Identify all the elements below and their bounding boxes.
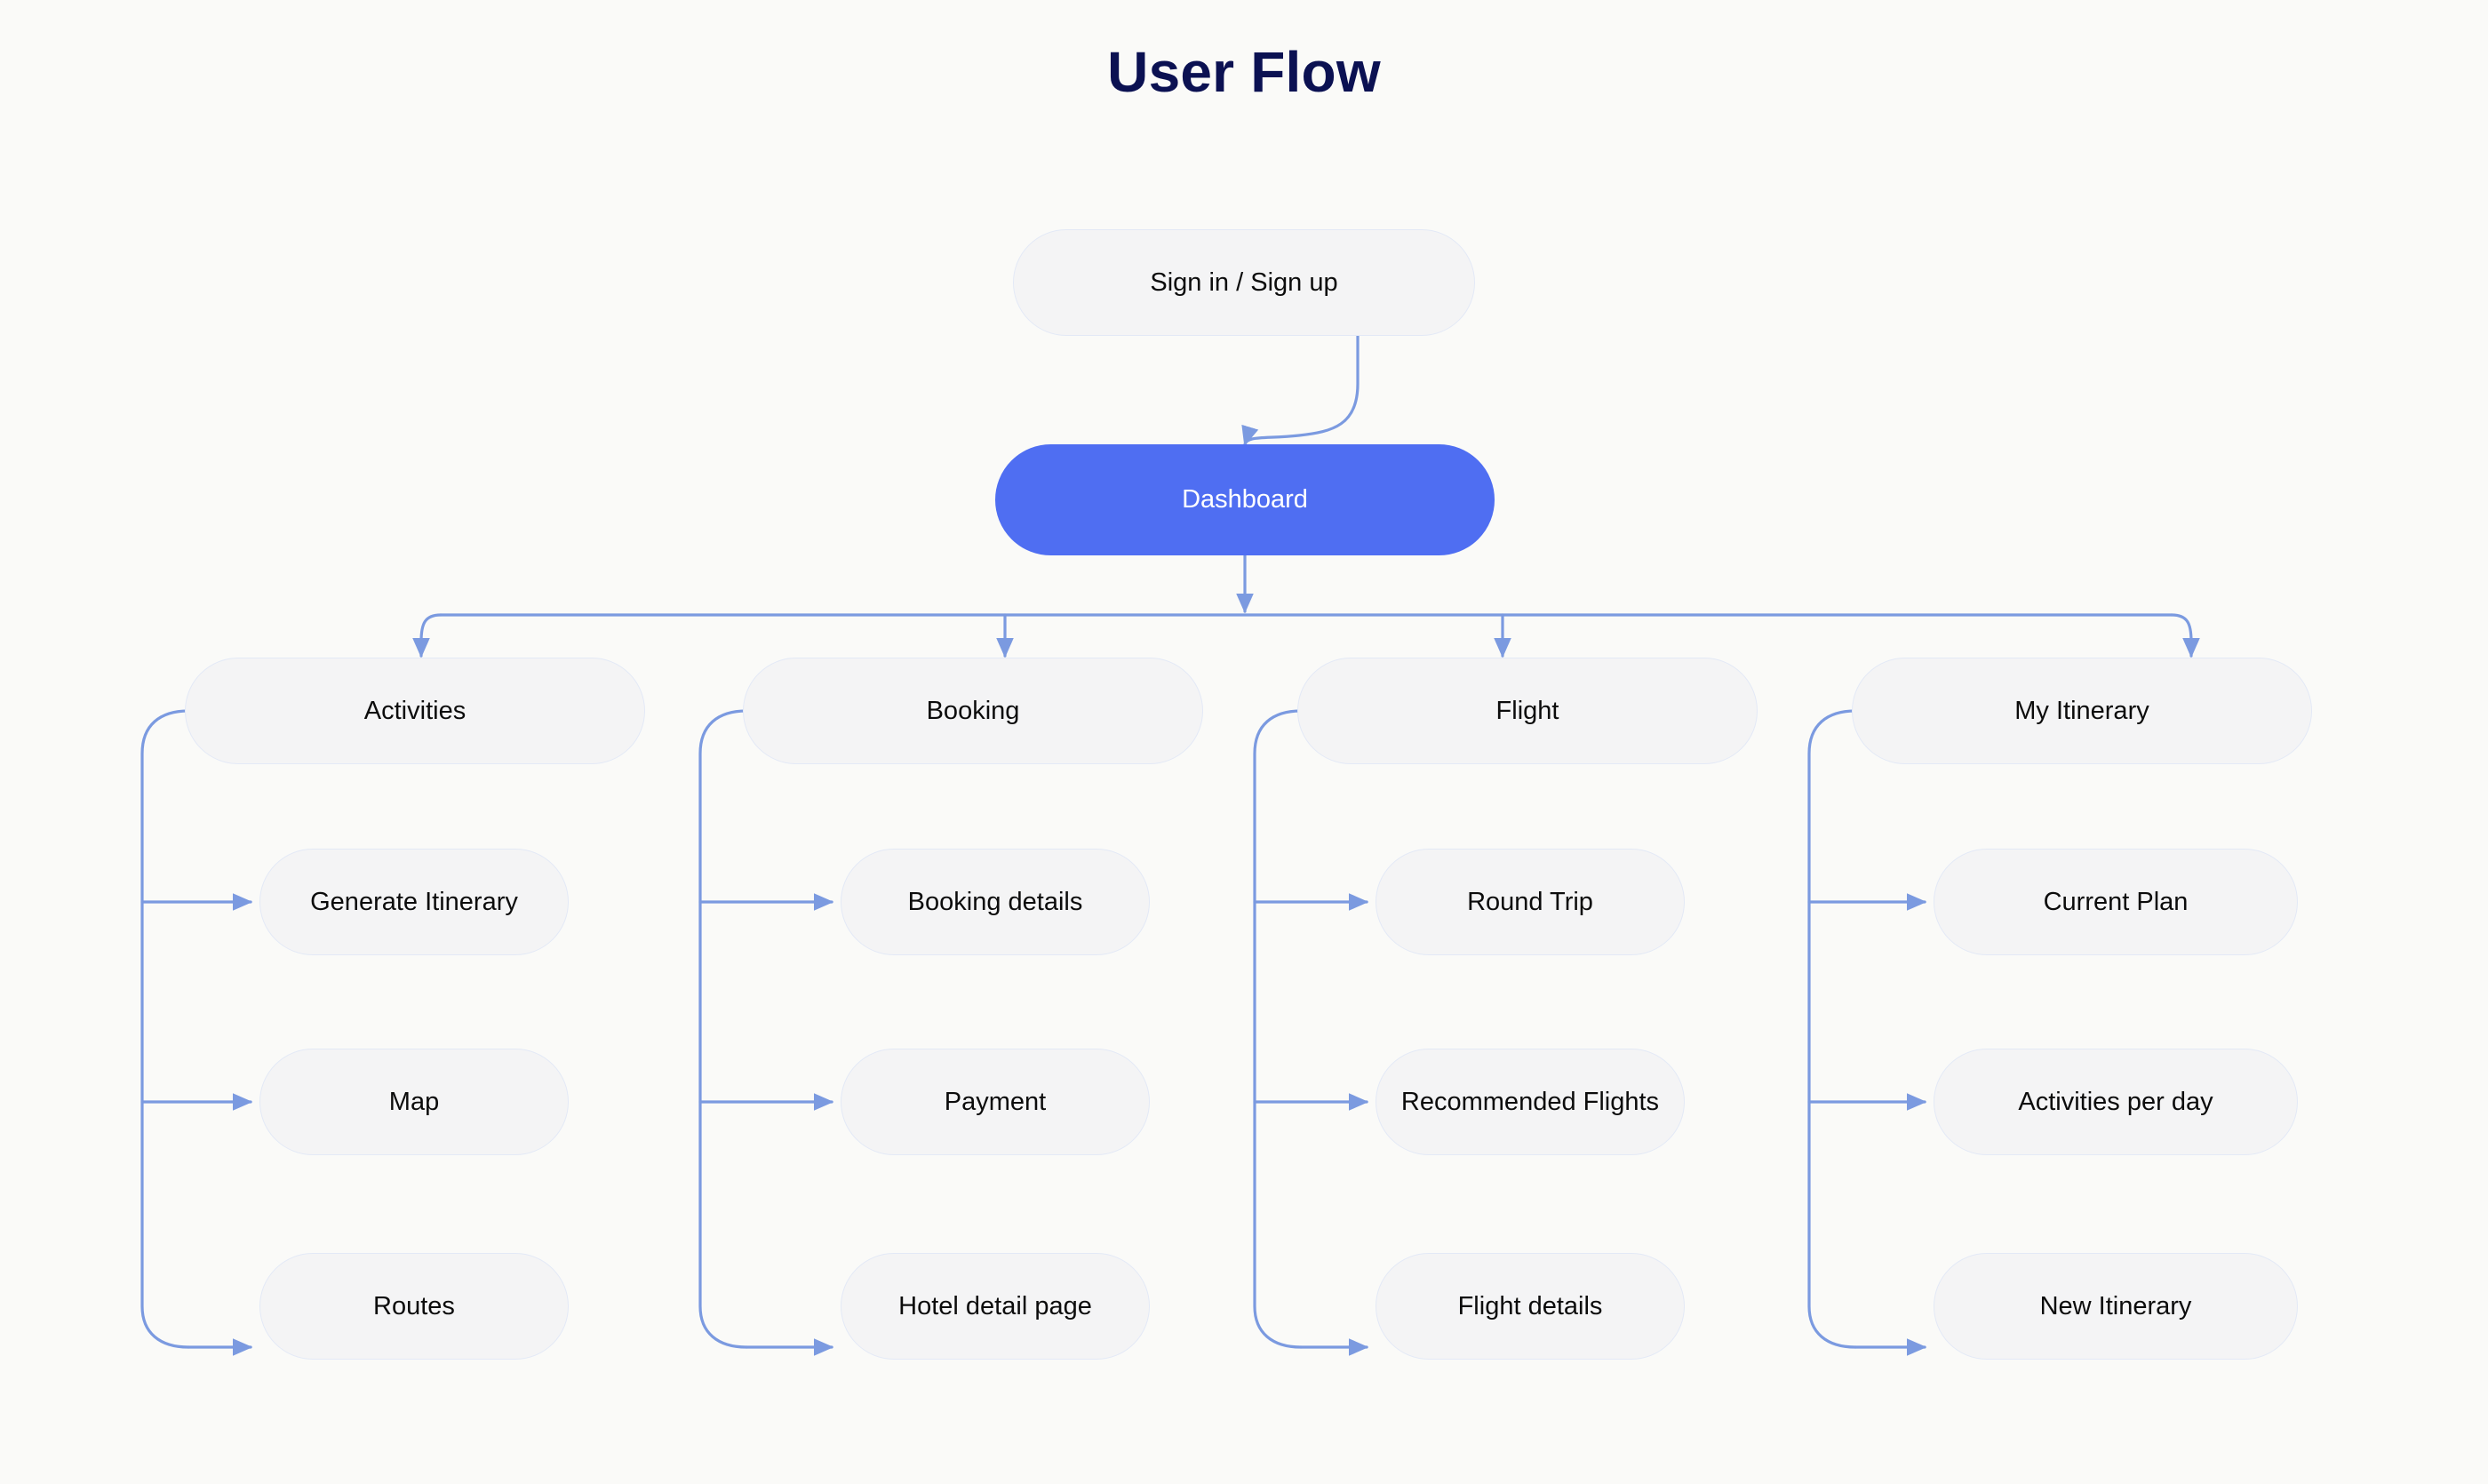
node-dashboard[interactable]: Dashboard: [995, 444, 1495, 555]
node-label: Booking details: [907, 887, 1083, 916]
node-booking-details[interactable]: Booking details: [841, 849, 1150, 955]
node-label: Booking: [926, 696, 1020, 725]
node-recommended-flights[interactable]: Recommended Flights: [1376, 1049, 1685, 1155]
node-flight-details[interactable]: Flight details: [1376, 1253, 1685, 1360]
node-booking[interactable]: Booking: [743, 658, 1203, 764]
node-label: Generate Itinerary: [310, 887, 518, 916]
node-activities[interactable]: Activities: [185, 658, 645, 764]
connector-flight-spine: [1253, 709, 1303, 1349]
node-label: Routes: [373, 1291, 455, 1320]
node-hotel-detail-page[interactable]: Hotel detail page: [841, 1253, 1150, 1360]
node-generate-itinerary[interactable]: Generate Itinerary: [259, 849, 569, 955]
node-label: Payment: [944, 1087, 1047, 1116]
node-new-itinerary[interactable]: New Itinerary: [1934, 1253, 2298, 1360]
node-payment[interactable]: Payment: [841, 1049, 1150, 1155]
node-sign-in-sign-up[interactable]: Sign in / Sign up: [1013, 229, 1475, 336]
node-label: Flight details: [1457, 1291, 1603, 1320]
connector-activities-spine: [140, 709, 190, 1349]
node-flight[interactable]: Flight: [1297, 658, 1758, 764]
node-label: My Itinerary: [2014, 696, 2149, 725]
node-label: Sign in / Sign up: [1150, 267, 1338, 297]
connector-entry-to-dashboard: [1241, 334, 1360, 447]
node-map[interactable]: Map: [259, 1049, 569, 1155]
connector-bus-to-activities: [412, 613, 443, 658]
node-label: Activities: [363, 696, 466, 725]
node-label: Flight: [1495, 696, 1559, 725]
node-label: Round Trip: [1467, 887, 1593, 916]
node-label: Hotel detail page: [898, 1291, 1092, 1320]
node-routes[interactable]: Routes: [259, 1253, 569, 1360]
page-title: User Flow: [1107, 40, 1381, 104]
connector-bus-to-my-itinerary: [2170, 613, 2200, 658]
node-label: Current Plan: [2043, 887, 2189, 916]
node-label: Activities per day: [2018, 1087, 2213, 1116]
node-round-trip[interactable]: Round Trip: [1376, 849, 1685, 955]
node-label: New Itinerary: [2039, 1291, 2192, 1320]
node-my-itinerary[interactable]: My Itinerary: [1852, 658, 2312, 764]
connector-booking-spine: [698, 709, 748, 1349]
connector-my-itinerary-spine: [1807, 709, 1857, 1349]
node-label: Recommended Flights: [1400, 1087, 1660, 1116]
node-label: Map: [388, 1087, 440, 1116]
node-label: Dashboard: [1182, 485, 1308, 515]
node-current-plan[interactable]: Current Plan: [1934, 849, 2298, 955]
node-activities-per-day[interactable]: Activities per day: [1934, 1049, 2298, 1155]
